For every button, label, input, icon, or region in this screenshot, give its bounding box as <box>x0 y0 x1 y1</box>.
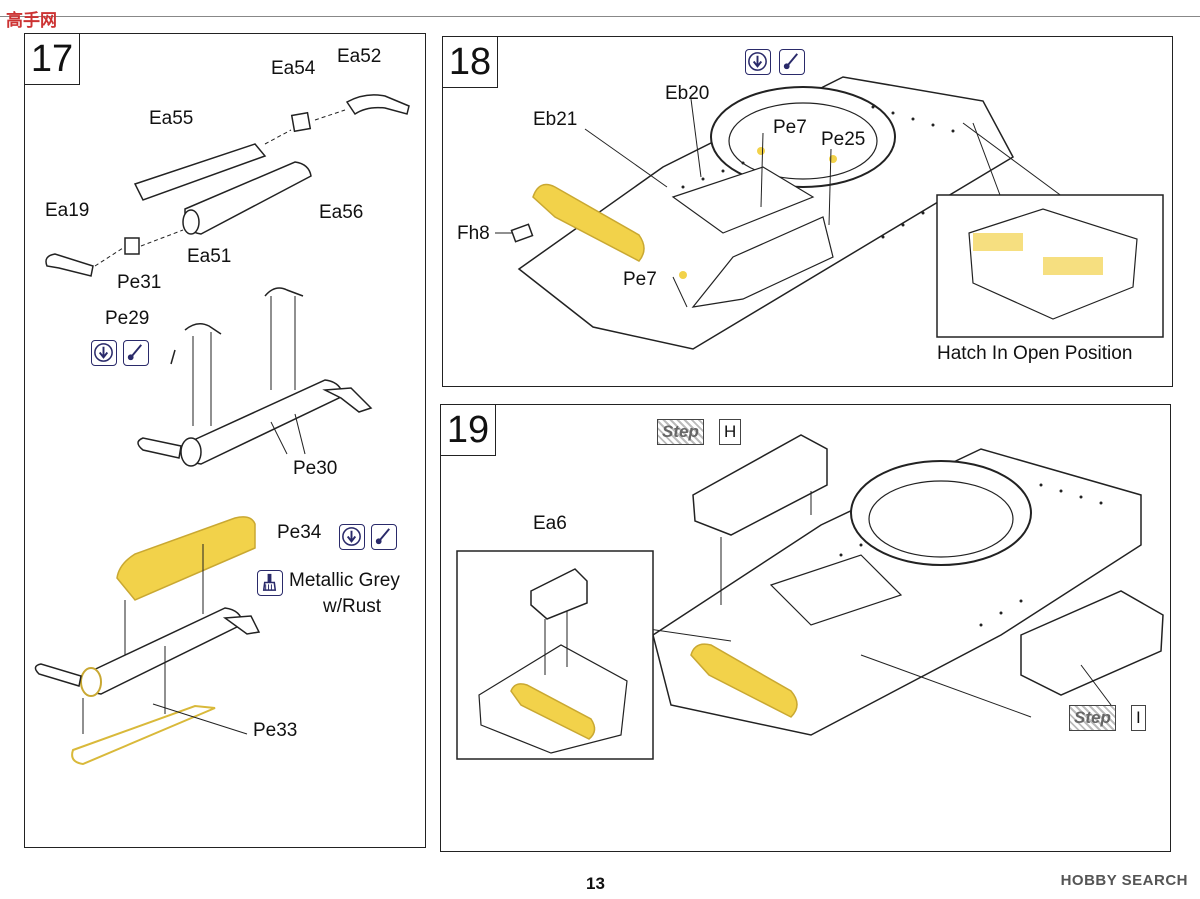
step-17-number: 17 <box>25 34 80 85</box>
remove-arrow-icon <box>745 49 771 75</box>
glue-icon <box>123 340 149 366</box>
label-ea51: Ea51 <box>187 246 232 267</box>
part-ea51 <box>124 237 140 255</box>
part-pe33-plate <box>71 704 216 766</box>
step-h-letter: H <box>719 419 742 445</box>
step-h-tag: Step <box>657 419 704 445</box>
step-19-number: 19 <box>441 405 496 456</box>
top-rule <box>0 16 1200 17</box>
turret-ring <box>850 460 1032 566</box>
label-ea52: Ea52 <box>337 46 382 67</box>
part-step-i <box>1020 590 1164 696</box>
step-i-tag: Step <box>1069 705 1116 731</box>
part-ea55 <box>133 143 267 201</box>
step-19-panel: 19 Step H Step I Ea6 <box>440 404 1171 852</box>
part-mesh-cylinder <box>690 643 798 718</box>
label-pe7-bottom: Pe7 <box>623 269 657 290</box>
label-ea54: Ea54 <box>271 58 316 79</box>
step-18-number: 18 <box>443 37 498 88</box>
label-ea19: Ea19 <box>45 200 90 221</box>
part-pe7 <box>757 147 765 155</box>
label-pe31: Pe31 <box>117 272 162 293</box>
part-ea52 <box>345 94 410 116</box>
part-pe29-strap <box>170 349 176 365</box>
part-pe31-strap <box>264 287 304 297</box>
muffler-assembly <box>184 379 344 465</box>
label-eb20: Eb20 <box>665 83 710 104</box>
step-17-drawing <box>34 94 410 766</box>
label-pe25: Pe25 <box>821 129 866 150</box>
step-18-drawing <box>495 76 1164 350</box>
page-number: 13 <box>586 874 605 893</box>
label-ea56: Ea56 <box>319 202 364 223</box>
label-pe34: Pe34 <box>277 522 322 543</box>
part-ea19 <box>45 253 94 277</box>
glue-icon <box>779 49 805 75</box>
label-eb21: Eb21 <box>533 109 578 130</box>
step-i-letter: I <box>1131 705 1146 731</box>
turret-ring <box>710 86 896 188</box>
label-pe33: Pe33 <box>253 720 298 741</box>
remove-arrow-icon <box>91 340 117 366</box>
part-ea54 <box>290 111 312 133</box>
label-pe29: Pe29 <box>105 308 150 329</box>
watermark-right: HOBBY SEARCH <box>1060 872 1188 889</box>
label-pe30: Pe30 <box>293 458 338 479</box>
part-ea6 <box>530 568 588 620</box>
label-ea55: Ea55 <box>149 108 194 129</box>
glue-icon <box>371 524 397 550</box>
remove-arrow-icon <box>339 524 365 550</box>
part-pe34-mesh <box>116 516 256 601</box>
part-mesh-cylinder <box>532 183 645 262</box>
label-pe7-top: Pe7 <box>773 117 807 138</box>
part-fh8 <box>510 223 534 243</box>
paint-brush-icon <box>257 570 283 596</box>
paint-note-line2: w/Rust <box>323 596 382 617</box>
watermark-left: 高手网 <box>6 11 57 30</box>
label-fh8: Fh8 <box>457 223 490 244</box>
step-17-panel: 17 <box>24 33 426 848</box>
label-ea6: Ea6 <box>533 513 567 534</box>
inset-caption: Hatch In Open Position <box>937 343 1133 364</box>
step-19-drawing <box>456 434 1164 760</box>
paint-note-line1: Metallic Grey <box>289 570 400 591</box>
step-18-panel: 18 <box>442 36 1173 387</box>
part-step-h <box>692 434 828 536</box>
